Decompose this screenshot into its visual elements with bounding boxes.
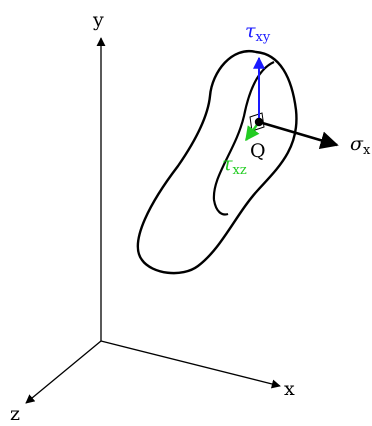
sigma-symbol: σ: [350, 133, 364, 155]
cut-section: [212, 60, 275, 216]
tau-xy-label: τxy: [245, 20, 271, 45]
x-axis-label: x: [284, 378, 295, 400]
x-axis: [100, 340, 281, 389]
point-q: [254, 117, 264, 127]
z-axis: [25, 340, 102, 404]
sigma-subscript: x: [363, 143, 371, 158]
point-q-label: Q: [250, 140, 266, 162]
body-outline: [136, 49, 298, 275]
z-axis-label: z: [10, 403, 20, 425]
y-axis-label: y: [92, 9, 104, 31]
tau-xz-label: τxz: [222, 153, 247, 178]
tau-xz-subscript: xz: [233, 163, 247, 178]
tau-xz-symbol: τ: [222, 153, 233, 175]
tau-xy-symbol: τ: [245, 20, 256, 42]
sigma-arrow: [258, 120, 339, 150]
tau-xy-subscript: xy: [256, 30, 271, 45]
sigma-label: σx: [350, 133, 371, 158]
